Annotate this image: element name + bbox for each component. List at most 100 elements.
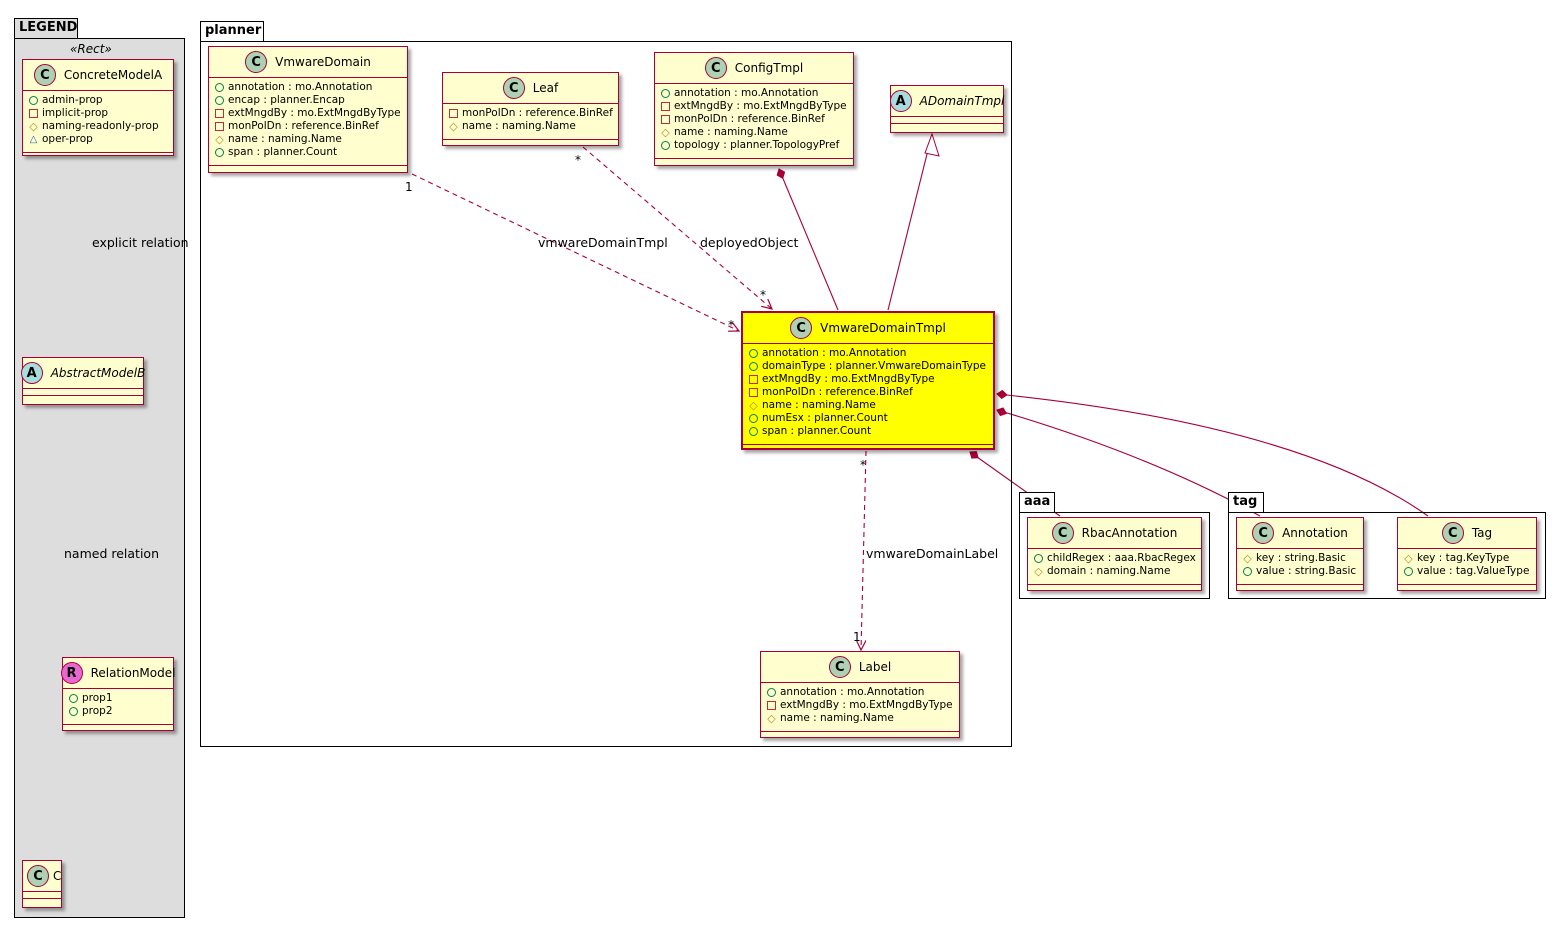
named-relation-label: named relation	[64, 546, 159, 561]
multiplicity-label: 1	[853, 630, 861, 644]
generalization-edge	[887, 133, 933, 311]
legend-package	[14, 38, 185, 918]
public-visibility-icon	[749, 427, 758, 436]
multiplicity-label: *	[760, 288, 766, 302]
private-visibility-icon	[215, 109, 224, 118]
generalization-triangle	[924, 132, 940, 157]
attribute-row: annotation : mo.Annotation	[749, 347, 987, 360]
relation-label-vmwaredomaintmpl: vmwareDomainTmpl	[538, 235, 668, 250]
attribute-row: ◇domain : naming.Name	[1034, 565, 1171, 578]
class-name: Leaf	[532, 81, 559, 95]
composition-diamond	[776, 168, 786, 180]
attribute-row: prop2	[69, 705, 167, 718]
private-visibility-icon	[661, 102, 670, 111]
public-visibility-icon	[215, 83, 224, 92]
protected-visibility-icon: ◇	[1034, 565, 1043, 578]
tag-package-tab: tag	[1228, 492, 1264, 512]
protected-visibility-icon: ◇	[767, 712, 776, 725]
class-c-icon: C	[790, 317, 813, 339]
class-name: VmwareDomainTmpl	[820, 321, 946, 335]
relation-label-vmwaredomainlabel: vmwareDomainLabel	[866, 546, 999, 561]
package-visibility-icon: △	[29, 134, 38, 145]
attribute-row: span : planner.Count	[215, 146, 401, 159]
class-abstractmodelb[interactable]: A AbstractModelB	[20, 357, 146, 405]
attribute-row: ◇key : string.Basic	[1243, 552, 1346, 565]
class-c-icon: C	[1051, 522, 1074, 544]
attribute-row: annotation : mo.Annotation	[767, 686, 953, 699]
attribute-row: extMngdBy : mo.ExtMngdByType	[215, 107, 401, 120]
attribute-row: annotation : mo.Annotation	[215, 81, 401, 94]
private-visibility-icon	[749, 375, 758, 384]
attribute-row: monPolDn : reference.BinRef	[215, 120, 401, 133]
class-vmwaredomaintmpl[interactable]: C VmwareDomainTmpl annotation : mo.Annota…	[741, 311, 995, 450]
attribute-row: ◇name : naming.Name	[767, 712, 894, 725]
class-name: AbstractModelB	[50, 366, 146, 380]
public-visibility-icon	[215, 96, 224, 105]
public-visibility-icon	[215, 148, 224, 157]
class-name: C	[53, 869, 62, 883]
attribute-row: extMngdBy : mo.ExtMngdByType	[661, 100, 847, 113]
private-visibility-icon	[215, 122, 224, 131]
attribute-row: △oper-prop	[29, 133, 93, 145]
private-visibility-icon	[449, 109, 458, 118]
tag-package	[1228, 512, 1546, 599]
relation-label-deployedobject: deployedObject	[700, 235, 799, 250]
class-c-icon: C	[704, 57, 727, 79]
attribute-row: annotation : mo.Annotation	[661, 87, 847, 100]
attribute-row: value : tag.ValueType	[1404, 565, 1530, 578]
public-visibility-icon	[1034, 554, 1043, 563]
public-visibility-icon	[661, 89, 670, 98]
class-c-icon: C	[502, 77, 525, 99]
class-name: ADomainTmpl	[919, 94, 1005, 108]
attribute-row: topology : planner.TopologyPref	[661, 139, 847, 152]
abstract-a-icon: A	[889, 90, 912, 112]
attribute-row: numEsx : planner.Count	[749, 412, 987, 425]
class-name: ConfigTmpl	[734, 61, 804, 75]
class-name: Annotation	[1282, 526, 1348, 540]
aaa-package-tab: aaa	[1019, 492, 1055, 512]
class-rbacannotation[interactable]: C RbacAnnotation childRegex : aaa.RbacReg…	[1027, 517, 1202, 591]
private-visibility-icon	[767, 701, 776, 710]
composition-diamond	[969, 451, 979, 459]
class-configtmpl[interactable]: C ConfigTmpl annotation : mo.Annotation e…	[654, 52, 854, 166]
public-visibility-icon	[29, 96, 38, 105]
class-name: Label	[858, 660, 892, 674]
attribute-row: extMngdBy : mo.ExtMngdByType	[767, 699, 953, 712]
attribute-row: childRegex : aaa.RbacRegex	[1034, 552, 1196, 565]
class-name: RbacAnnotation	[1081, 526, 1178, 540]
attribute-row: monPolDn : reference.BinRef	[661, 113, 847, 126]
attribute-row: extMngdBy : mo.ExtMngdByType	[749, 373, 987, 386]
class-adomaintmpl[interactable]: A ADomainTmpl	[889, 85, 1005, 133]
deployedobject-relation-edge	[582, 146, 772, 309]
attribute-row: domainType : planner.VmwareDomainType	[749, 360, 987, 373]
attribute-row: ◇name : naming.Name	[661, 126, 788, 139]
public-visibility-icon	[749, 362, 758, 371]
attribute-row: encap : planner.Encap	[215, 94, 401, 107]
attribute-row: ◇naming-readonly-prop	[29, 120, 159, 133]
class-c-icon: C	[828, 656, 851, 678]
attribute-row: ◇name : naming.Name	[749, 399, 876, 412]
class-label[interactable]: C Label annotation : mo.Annotation extMng…	[760, 651, 960, 738]
class-c-icon: C	[245, 51, 268, 73]
class-c-icon: C	[33, 64, 56, 86]
attribute-row: admin-prop	[29, 94, 167, 107]
private-visibility-icon	[29, 109, 38, 118]
composition-diamond	[996, 407, 1008, 417]
multiplicity-label: *	[860, 458, 866, 472]
composition-diamond	[996, 389, 1008, 400]
class-c-icon: C	[27, 865, 49, 887]
public-visibility-icon	[767, 688, 776, 697]
public-visibility-icon	[1243, 567, 1252, 576]
attribute-row: ◇name : naming.Name	[449, 120, 576, 133]
abstract-a-icon: A	[20, 362, 43, 384]
protected-visibility-icon: ◇	[749, 399, 758, 412]
attribute-row: implicit-prop	[29, 107, 167, 120]
